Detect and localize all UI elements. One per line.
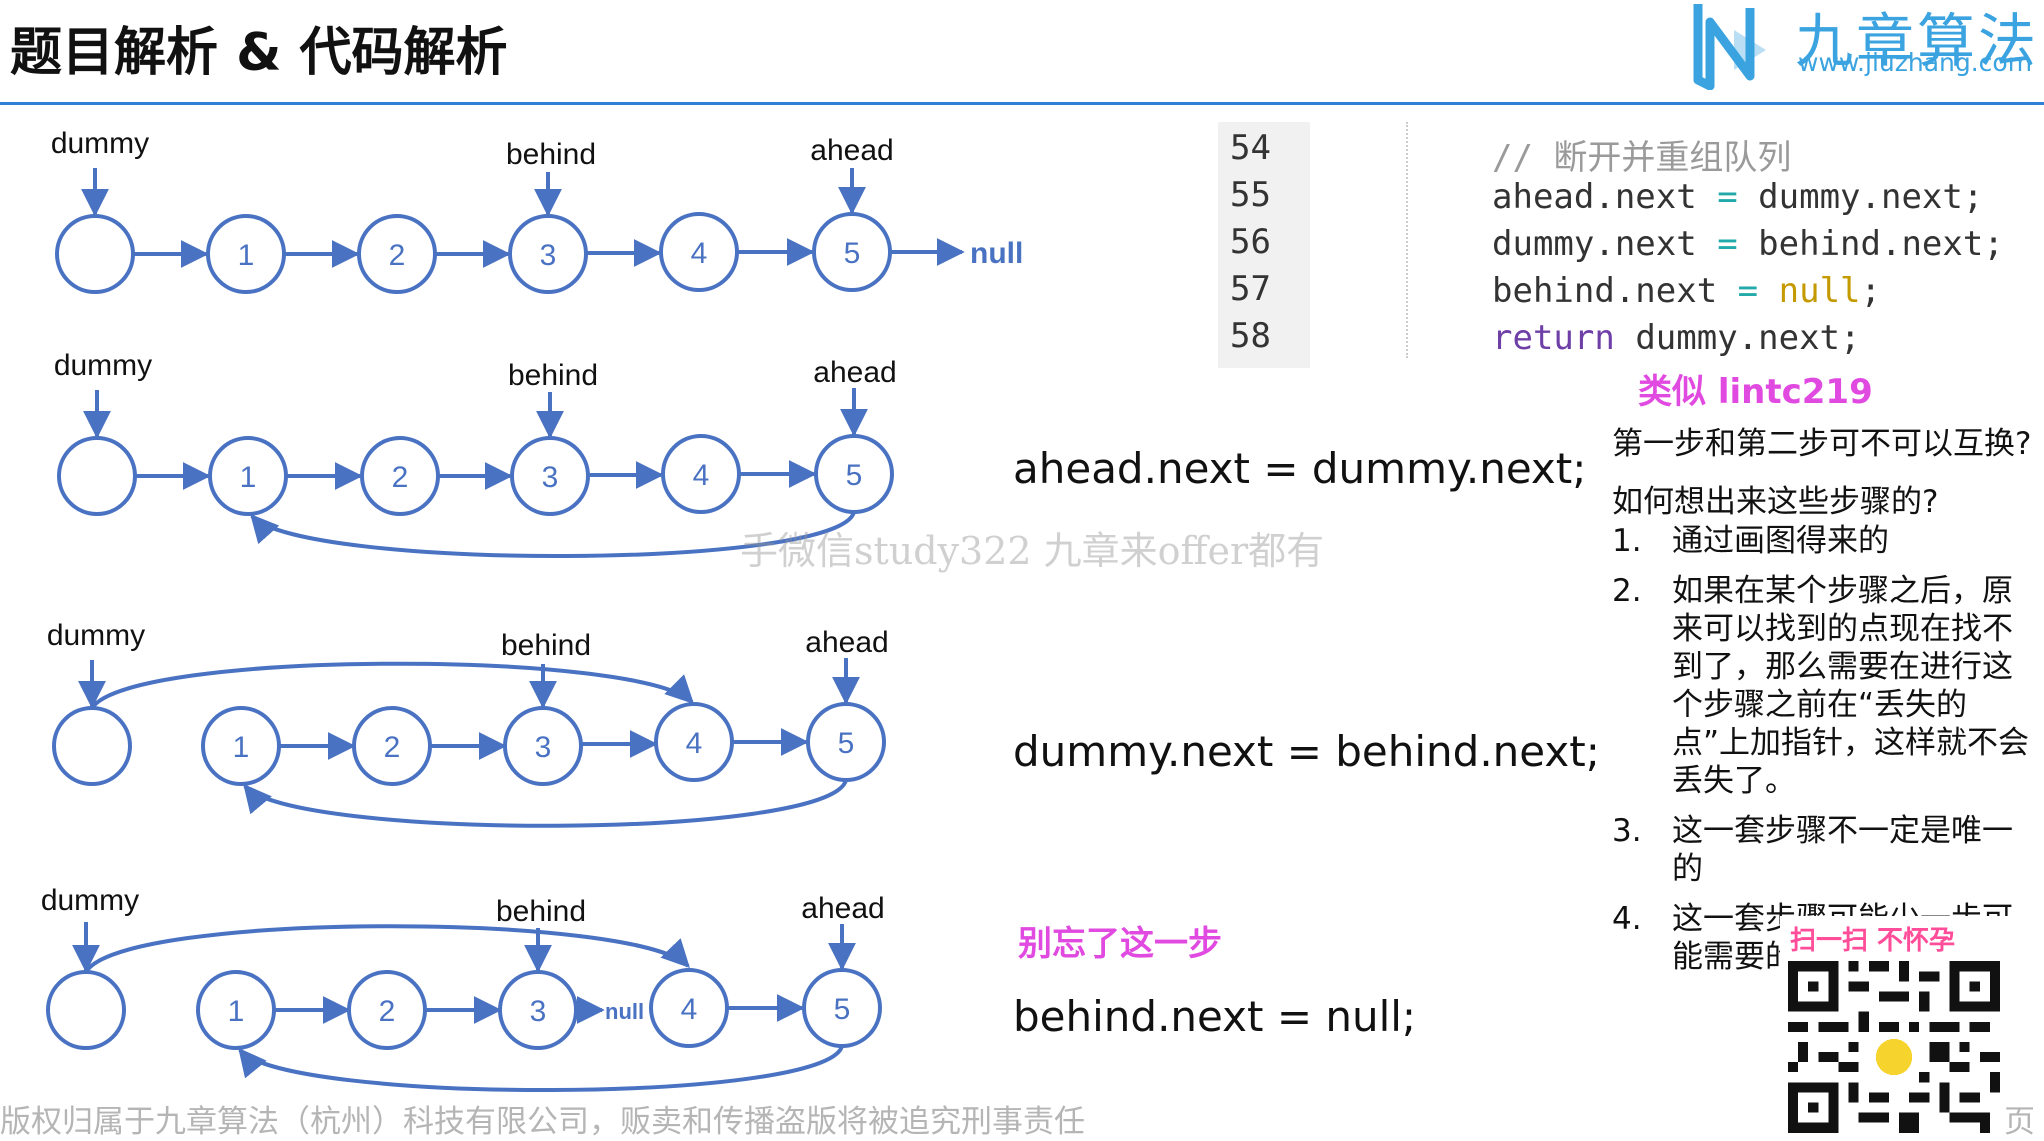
diagram-row-2 bbox=[57, 388, 894, 558]
line-number: 56 bbox=[1230, 222, 1271, 262]
pointer-label: ahead bbox=[805, 626, 888, 659]
back-arrow bbox=[250, 511, 856, 558]
step-1-statement: ahead.next = dummy.next; bbox=[1013, 444, 1587, 493]
copyright-footer: 版权归属于九章算法（杭州）科技有限公司，贩卖和传播盗版将被追究刑事责任 bbox=[0, 1104, 1085, 1140]
step-3-statement: behind.next = null; bbox=[1013, 992, 1417, 1041]
pointer-label: dummy bbox=[47, 619, 145, 652]
node-label: 4 bbox=[681, 993, 698, 1026]
node-label: 1 bbox=[233, 731, 250, 764]
question-2: 如何想出来这些步骤的? bbox=[1612, 484, 1939, 520]
node-label: 1 bbox=[240, 461, 257, 494]
pointer-label: ahead bbox=[813, 356, 896, 389]
qr-overlay: 扫一扫 不怀孕 bbox=[1780, 916, 2010, 1134]
code-line-58: return dummy.next; bbox=[1492, 318, 1861, 358]
node-label: 5 bbox=[834, 993, 851, 1026]
pointer-label: behind bbox=[506, 138, 596, 171]
pointer-label: dummy bbox=[54, 349, 152, 382]
dummy-node bbox=[55, 214, 135, 294]
linked-list-diagrams: 1 2 3 4 5 1 2 3 4 5 1 2 3 4 5 1 2 3 4 5 … bbox=[41, 127, 1023, 1092]
node-label: 5 bbox=[846, 459, 863, 492]
qr-banner: 扫一扫 不怀孕 bbox=[1790, 926, 1956, 956]
step-2-statement: dummy.next = behind.next; bbox=[1013, 727, 1600, 776]
null-label: null bbox=[605, 999, 644, 1024]
line-number: 55 bbox=[1230, 175, 1271, 215]
node-label: 4 bbox=[691, 237, 708, 270]
node-label: 2 bbox=[392, 461, 409, 494]
answer-item: 3.这一套步骤不一定是唯一的 bbox=[1612, 813, 2013, 887]
pointer-label: behind bbox=[496, 895, 586, 928]
reminder-label: 别忘了这一步 bbox=[1018, 924, 1222, 964]
jiuzhang-logo-icon bbox=[1693, 4, 1766, 90]
diagram-row-1 bbox=[55, 168, 965, 294]
line-number: 58 bbox=[1230, 316, 1271, 356]
node-label: 3 bbox=[535, 731, 552, 764]
diagram-row-4 bbox=[46, 922, 882, 1092]
node-label: 1 bbox=[238, 239, 255, 272]
node-label: 4 bbox=[686, 727, 703, 760]
node-label: 2 bbox=[379, 995, 396, 1028]
pointer-label: dummy bbox=[51, 127, 149, 160]
logo-text: 九章算法 bbox=[1795, 7, 2040, 75]
node-label: 1 bbox=[228, 995, 245, 1028]
back-arrow bbox=[238, 1045, 844, 1092]
pointer-label: ahead bbox=[810, 134, 893, 167]
dummy-node bbox=[57, 436, 137, 516]
dummy-node bbox=[52, 706, 132, 786]
code-line-56: dummy.next = behind.next; bbox=[1492, 224, 2004, 264]
dummy-node bbox=[46, 970, 126, 1050]
header-divider bbox=[0, 102, 2044, 105]
answer-item: 1.通过画图得来的 bbox=[1612, 523, 1889, 559]
dummy-to-4-arrow bbox=[90, 661, 694, 710]
code-line-57: behind.next = null; bbox=[1492, 271, 1881, 311]
question-1: 第一步和第二步可不可以互换? bbox=[1612, 426, 2032, 462]
back-arrow bbox=[243, 779, 848, 828]
node-label: 2 bbox=[389, 239, 406, 272]
node-label: 2 bbox=[384, 731, 401, 764]
page-indicator: 页 bbox=[2004, 1104, 2035, 1140]
pointer-label: ahead bbox=[801, 892, 884, 925]
logo-url: www.jiuzhang.com bbox=[1798, 48, 2033, 77]
gutter-separator bbox=[1406, 122, 1408, 358]
page-title: 题目解析 & 代码解析 bbox=[10, 23, 508, 83]
pointer-label: dummy bbox=[41, 884, 139, 917]
dummy-to-4-arrow bbox=[84, 924, 690, 974]
null-label: null bbox=[970, 237, 1023, 270]
node-label: 5 bbox=[838, 727, 855, 760]
diagram-row-3 bbox=[52, 658, 886, 828]
code-comment: // 断开并重组队列 bbox=[1492, 138, 1792, 178]
pointer-label: behind bbox=[508, 359, 598, 392]
code-snippet: 54 55 56 57 58 // 断开并重组队列 ahead.next = d… bbox=[1218, 122, 2026, 368]
qr-code-icon bbox=[1788, 961, 2000, 1133]
node-label: 3 bbox=[542, 461, 559, 494]
node-label: 3 bbox=[530, 995, 547, 1028]
watermark: 手微信study322 九章来offer都有 bbox=[740, 529, 1325, 573]
pointer-label: behind bbox=[501, 629, 591, 662]
node-label: 3 bbox=[540, 239, 557, 272]
reference-label: 类似 lintc219 bbox=[1638, 372, 1873, 412]
answer-list: 1.通过画图得来的 2.如果在某个步骤之后，原来可以找到的点现在找不到了，那么需… bbox=[1612, 522, 2030, 988]
code-line-55: ahead.next = dummy.next; bbox=[1492, 177, 1984, 217]
answer-item: 2.如果在某个步骤之后，原来可以找到的点现在找不到了，那么需要在进行这个步骤之前… bbox=[1612, 573, 2030, 799]
node-label: 5 bbox=[844, 237, 861, 270]
line-number-gutter bbox=[1218, 122, 1310, 368]
node-label: 4 bbox=[693, 459, 710, 492]
line-number: 57 bbox=[1230, 269, 1271, 309]
line-number: 54 bbox=[1230, 128, 1271, 168]
